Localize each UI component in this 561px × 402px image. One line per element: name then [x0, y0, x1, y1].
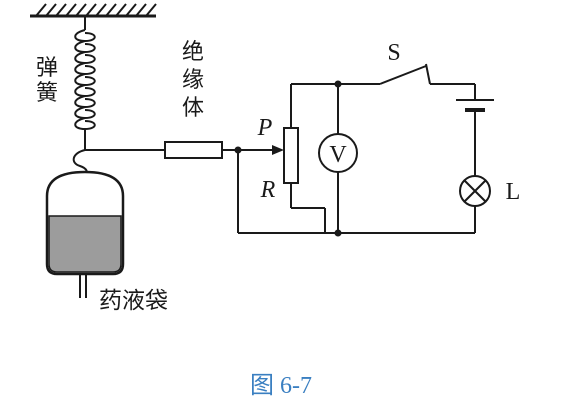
battery [456, 99, 494, 112]
voltmeter-label: V [329, 142, 347, 168]
medicine-bag [45, 170, 125, 298]
bag-label: 药液袋 [99, 288, 168, 314]
figure-caption: 图 6-7 [250, 373, 312, 399]
rheostat [283, 127, 299, 184]
junction-dots [234, 80, 342, 237]
lamp-label: L [506, 179, 521, 205]
wires [85, 83, 476, 234]
resistor-label: R [260, 177, 276, 203]
insulator-label-2: 缘 [182, 68, 204, 93]
insulator-block [164, 141, 223, 159]
labels: 弹 簧 绝 缘 体 P R S L 药液袋 [36, 40, 520, 314]
spring-label-1: 弹 [36, 56, 58, 81]
spring [72, 16, 96, 179]
insulator-label-1: 绝 [182, 40, 204, 65]
switch [379, 63, 431, 85]
insulator-label-3: 体 [182, 96, 204, 121]
ceiling [30, 3, 157, 18]
voltmeter: V [318, 133, 358, 173]
spring-label-2: 簧 [36, 81, 58, 106]
slider-arrow [272, 145, 284, 155]
slider-label: P [257, 115, 273, 141]
switch-label: S [387, 40, 400, 66]
lamp [459, 175, 491, 207]
liquid [48, 215, 122, 273]
